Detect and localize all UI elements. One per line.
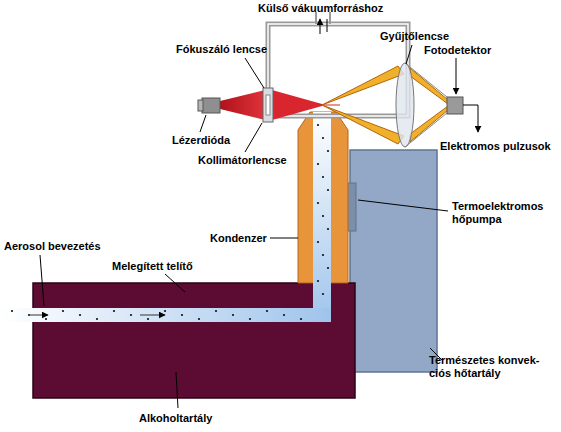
scattered-light <box>410 106 448 142</box>
scattered-light <box>410 68 448 104</box>
leader-line <box>165 274 185 292</box>
part-label: Külső vákuumforráshoz <box>258 2 383 15</box>
particle <box>147 318 149 320</box>
part-label: Fókuszáló lencse <box>176 43 267 56</box>
leader-line <box>40 255 44 306</box>
beam-tail <box>322 105 340 106</box>
part-label: Természetes konvek- ciós hőtartály <box>429 354 557 380</box>
leader-line <box>200 115 206 132</box>
collecting-lens <box>396 63 414 147</box>
inlet-tube <box>0 308 331 322</box>
particle <box>266 310 268 312</box>
particle <box>28 314 30 316</box>
particle <box>45 318 47 320</box>
condenser-channel <box>313 112 331 322</box>
leader-line <box>245 58 264 88</box>
vacuum-arrow <box>320 19 321 34</box>
particle <box>283 314 285 316</box>
particle <box>11 310 13 312</box>
particle <box>317 202 319 204</box>
particle <box>96 318 98 320</box>
laser-diode <box>202 98 220 113</box>
particle <box>322 293 324 295</box>
particle <box>113 310 115 312</box>
particle <box>322 176 324 178</box>
particle <box>327 228 329 230</box>
laser-diode-cap <box>198 100 203 111</box>
alcohol-tank <box>33 283 355 398</box>
focusing-lens <box>266 95 270 115</box>
leader-lines <box>40 45 456 408</box>
part-label: Alkoholtartály <box>139 412 212 425</box>
particle <box>130 314 132 316</box>
leader-line <box>245 123 262 152</box>
part-label: Melegített telítő <box>112 260 193 273</box>
particle <box>317 124 319 126</box>
particle <box>322 215 324 217</box>
scattered-light <box>322 105 404 144</box>
collimator-lens <box>263 88 273 122</box>
particle <box>300 318 302 320</box>
particle <box>181 314 183 316</box>
part-label: Termoelektromos hőpumpa <box>452 200 556 226</box>
particle <box>322 254 324 256</box>
part-label: Elektromos pulzusok <box>440 140 551 153</box>
particle <box>164 310 166 312</box>
particle <box>327 267 329 269</box>
particle <box>317 280 319 282</box>
flow-arrow <box>140 315 165 316</box>
part-label: Kondenzer <box>210 232 267 245</box>
part-label: Lézerdióda <box>172 134 230 147</box>
particle <box>249 318 251 320</box>
part-label: Kollimátorlencse <box>198 154 287 167</box>
part-label: Gyűjtőlencse <box>380 30 449 43</box>
particle <box>232 314 234 316</box>
leader-line <box>456 58 457 94</box>
leader-line <box>176 372 178 408</box>
leader-line <box>358 200 448 211</box>
part-label: Aerosol bevezetés <box>4 240 101 253</box>
particle <box>317 163 319 165</box>
flow-arrow <box>30 315 48 316</box>
scattered-light <box>322 66 404 105</box>
laser-beam <box>220 90 265 120</box>
particle <box>215 310 217 312</box>
particle <box>79 314 81 316</box>
particle <box>198 318 200 320</box>
leader-line <box>406 45 412 64</box>
lens-frame <box>405 63 447 97</box>
particle <box>322 137 324 139</box>
particles <box>11 124 329 320</box>
signal-wire <box>463 105 478 132</box>
part-label: Fotodetektor <box>424 44 491 57</box>
particle <box>317 241 319 243</box>
particle <box>327 150 329 152</box>
vacuum-line <box>327 19 328 32</box>
heat-sink <box>350 150 437 372</box>
leader-line <box>270 238 298 239</box>
particle <box>62 310 64 312</box>
photodetector <box>447 97 463 114</box>
focused-beam <box>272 90 322 120</box>
particle <box>327 189 329 191</box>
